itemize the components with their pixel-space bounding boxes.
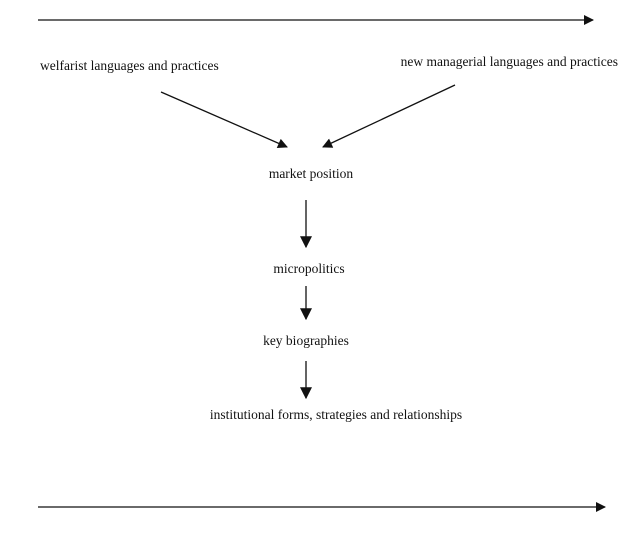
managerial-label: new managerial languages and practices	[400, 54, 618, 69]
market-position-label: market position	[268, 166, 354, 181]
managerial-to-market-arrow	[322, 84, 456, 148]
institutional-label: institutional forms, strategies and rela…	[209, 407, 463, 422]
welfarist-label: welfarist languages and practices	[40, 58, 219, 73]
welfarist-to-market-arrow	[160, 91, 288, 148]
key-biographies-label: key biographies	[263, 333, 349, 348]
micropolitics-label: micropolitics	[273, 261, 345, 276]
